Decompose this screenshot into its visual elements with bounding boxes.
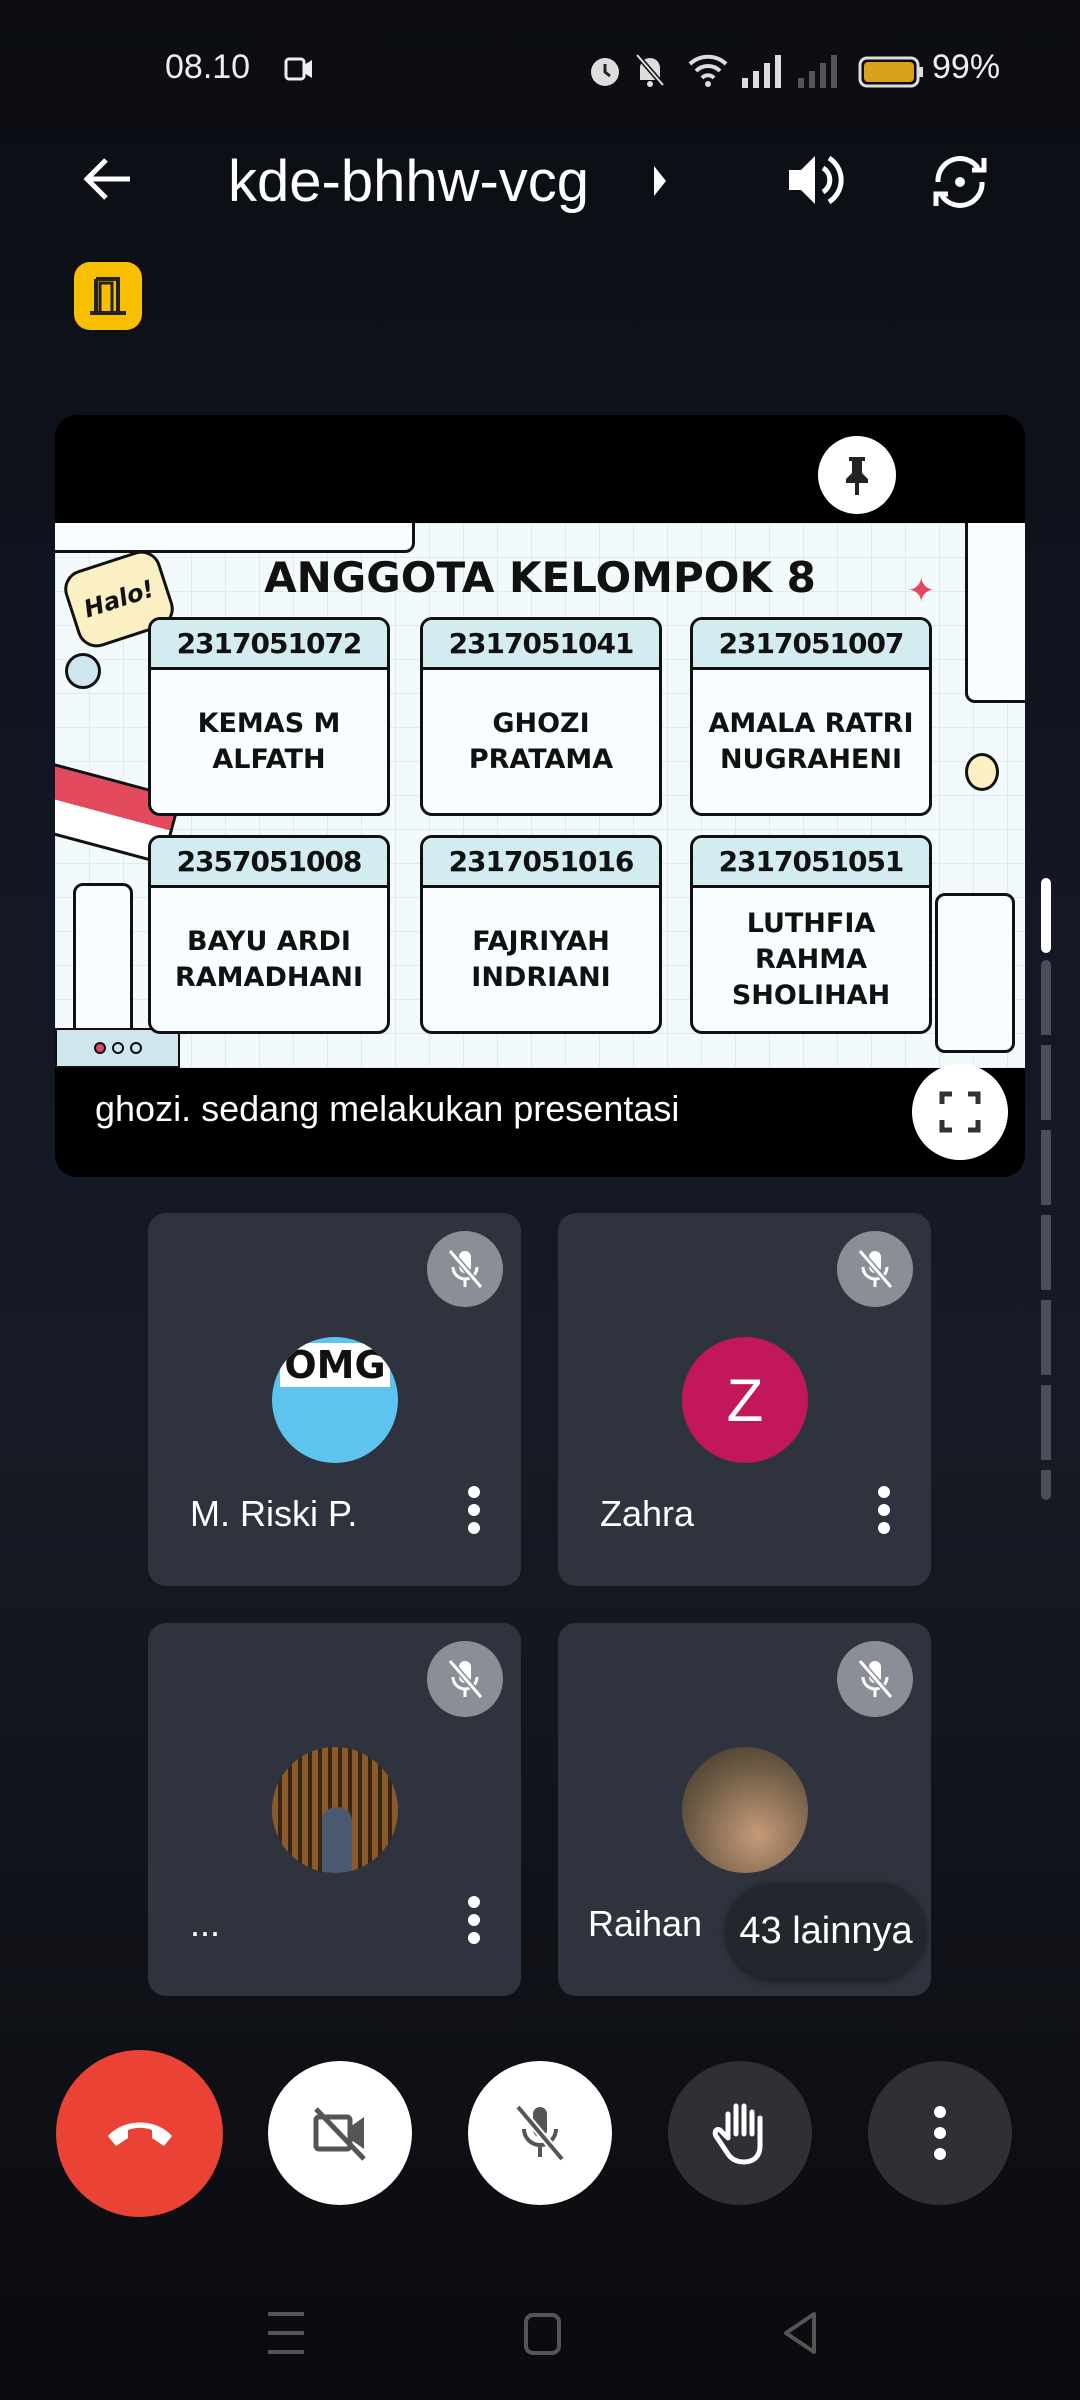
avatar <box>682 1747 808 1873</box>
door-icon[interactable] <box>74 262 142 330</box>
mic-off-icon <box>837 1231 913 1307</box>
member-id: 2357051008 <box>151 838 387 888</box>
member-name: AMALA RATRI NUGRAHENI <box>708 707 914 775</box>
member-id: 2317051072 <box>151 620 387 670</box>
back-nav-icon[interactable] <box>780 2310 820 2361</box>
participant-name: Raihan <box>588 1903 703 1944</box>
chevron-right-icon[interactable] <box>650 164 670 198</box>
participant-tile[interactable]: Z Zahra <box>558 1213 931 1586</box>
member-id: 2317051041 <box>423 620 659 670</box>
alarm-icon <box>588 52 622 88</box>
end-call-icon <box>107 2122 172 2146</box>
bell-off-icon <box>634 52 666 88</box>
battery-icon <box>858 56 924 88</box>
more-vert-icon <box>934 2106 946 2160</box>
slide-decoration <box>55 523 415 553</box>
slide-decoration <box>965 523 1025 703</box>
avatar: Z <box>682 1337 808 1463</box>
more-vert-icon[interactable] <box>467 1895 481 1950</box>
member-name: KEMAS M ALFATH <box>197 707 341 775</box>
participant-tile[interactable]: OMG M. Riski P. <box>148 1213 521 1586</box>
sparkle-icon: ✦ <box>907 572 936 610</box>
member-id: 2317051016 <box>423 838 659 888</box>
battery-percent: 99% <box>932 48 1001 86</box>
slide-decoration <box>73 883 133 1053</box>
more-participants-chip[interactable]: 43 lainnya <box>726 1883 926 1979</box>
end-call-button[interactable] <box>56 2050 223 2217</box>
back-arrow-icon[interactable] <box>80 152 134 206</box>
avatar-text: OMG <box>280 1343 390 1387</box>
slide-decoration <box>935 893 1015 1053</box>
fullscreen-icon <box>939 1091 981 1133</box>
video-record-icon <box>284 56 314 82</box>
wifi-icon <box>688 52 728 88</box>
camera-toggle-button[interactable] <box>268 2061 412 2205</box>
participant-tile[interactable]: ... <box>148 1623 521 1996</box>
participant-tile[interactable]: Raihan 43 lainnya <box>558 1623 931 1996</box>
fullscreen-button[interactable] <box>912 1064 1008 1160</box>
pin-icon <box>846 457 868 495</box>
member-id: 2317051007 <box>693 620 929 670</box>
scrollbar-thumb[interactable] <box>1041 878 1051 953</box>
presenting-caption: ghozi. sedang melakukan presentasi <box>95 1088 680 1129</box>
signal-icon <box>740 54 786 88</box>
slide-dots <box>55 1028 180 1068</box>
signal-nosim-icon <box>796 54 842 88</box>
participant-name: ... <box>190 1903 221 1944</box>
camera-off-icon <box>313 2107 366 2161</box>
mic-toggle-button[interactable] <box>468 2061 612 2205</box>
speaker-icon[interactable] <box>785 150 845 210</box>
mic-off-icon <box>514 2104 566 2162</box>
more-vert-icon[interactable] <box>467 1485 481 1540</box>
mic-off-icon <box>427 1231 503 1307</box>
avatar <box>272 1747 398 1873</box>
slide-title: ANGGOTA KELOMPOK 8 <box>264 553 816 602</box>
mic-off-icon <box>427 1641 503 1717</box>
pin-button[interactable] <box>818 436 896 514</box>
member-id: 2317051051 <box>693 838 929 888</box>
scrollbar-track[interactable] <box>1041 960 1051 1500</box>
member-name: LUTHFIA RAHMA SHOLIHAH <box>731 907 891 1011</box>
recents-icon[interactable] <box>266 2310 306 2361</box>
slide-decoration <box>965 753 999 791</box>
meeting-code[interactable]: kde-bhhw-vcg <box>228 149 590 214</box>
member-name: GHOZI PRATAMA <box>468 707 614 775</box>
participant-name: Zahra <box>600 1493 695 1534</box>
more-options-button[interactable] <box>868 2061 1012 2205</box>
raise-hand-button[interactable] <box>668 2061 812 2205</box>
member-name: FAJRIYAH INDRIANI <box>471 925 611 993</box>
member-name: BAYU ARDI RAMADHANI <box>175 925 363 993</box>
participant-name: M. Riski P. <box>190 1493 358 1534</box>
home-icon[interactable] <box>523 2310 563 2361</box>
switch-camera-icon[interactable] <box>928 150 992 214</box>
avatar: OMG <box>272 1337 398 1463</box>
more-vert-icon[interactable] <box>877 1485 891 1540</box>
mic-off-icon <box>837 1641 913 1717</box>
slide-decoration <box>65 653 101 689</box>
status-time: 08.10 <box>165 48 251 86</box>
hand-icon <box>712 2103 763 2165</box>
